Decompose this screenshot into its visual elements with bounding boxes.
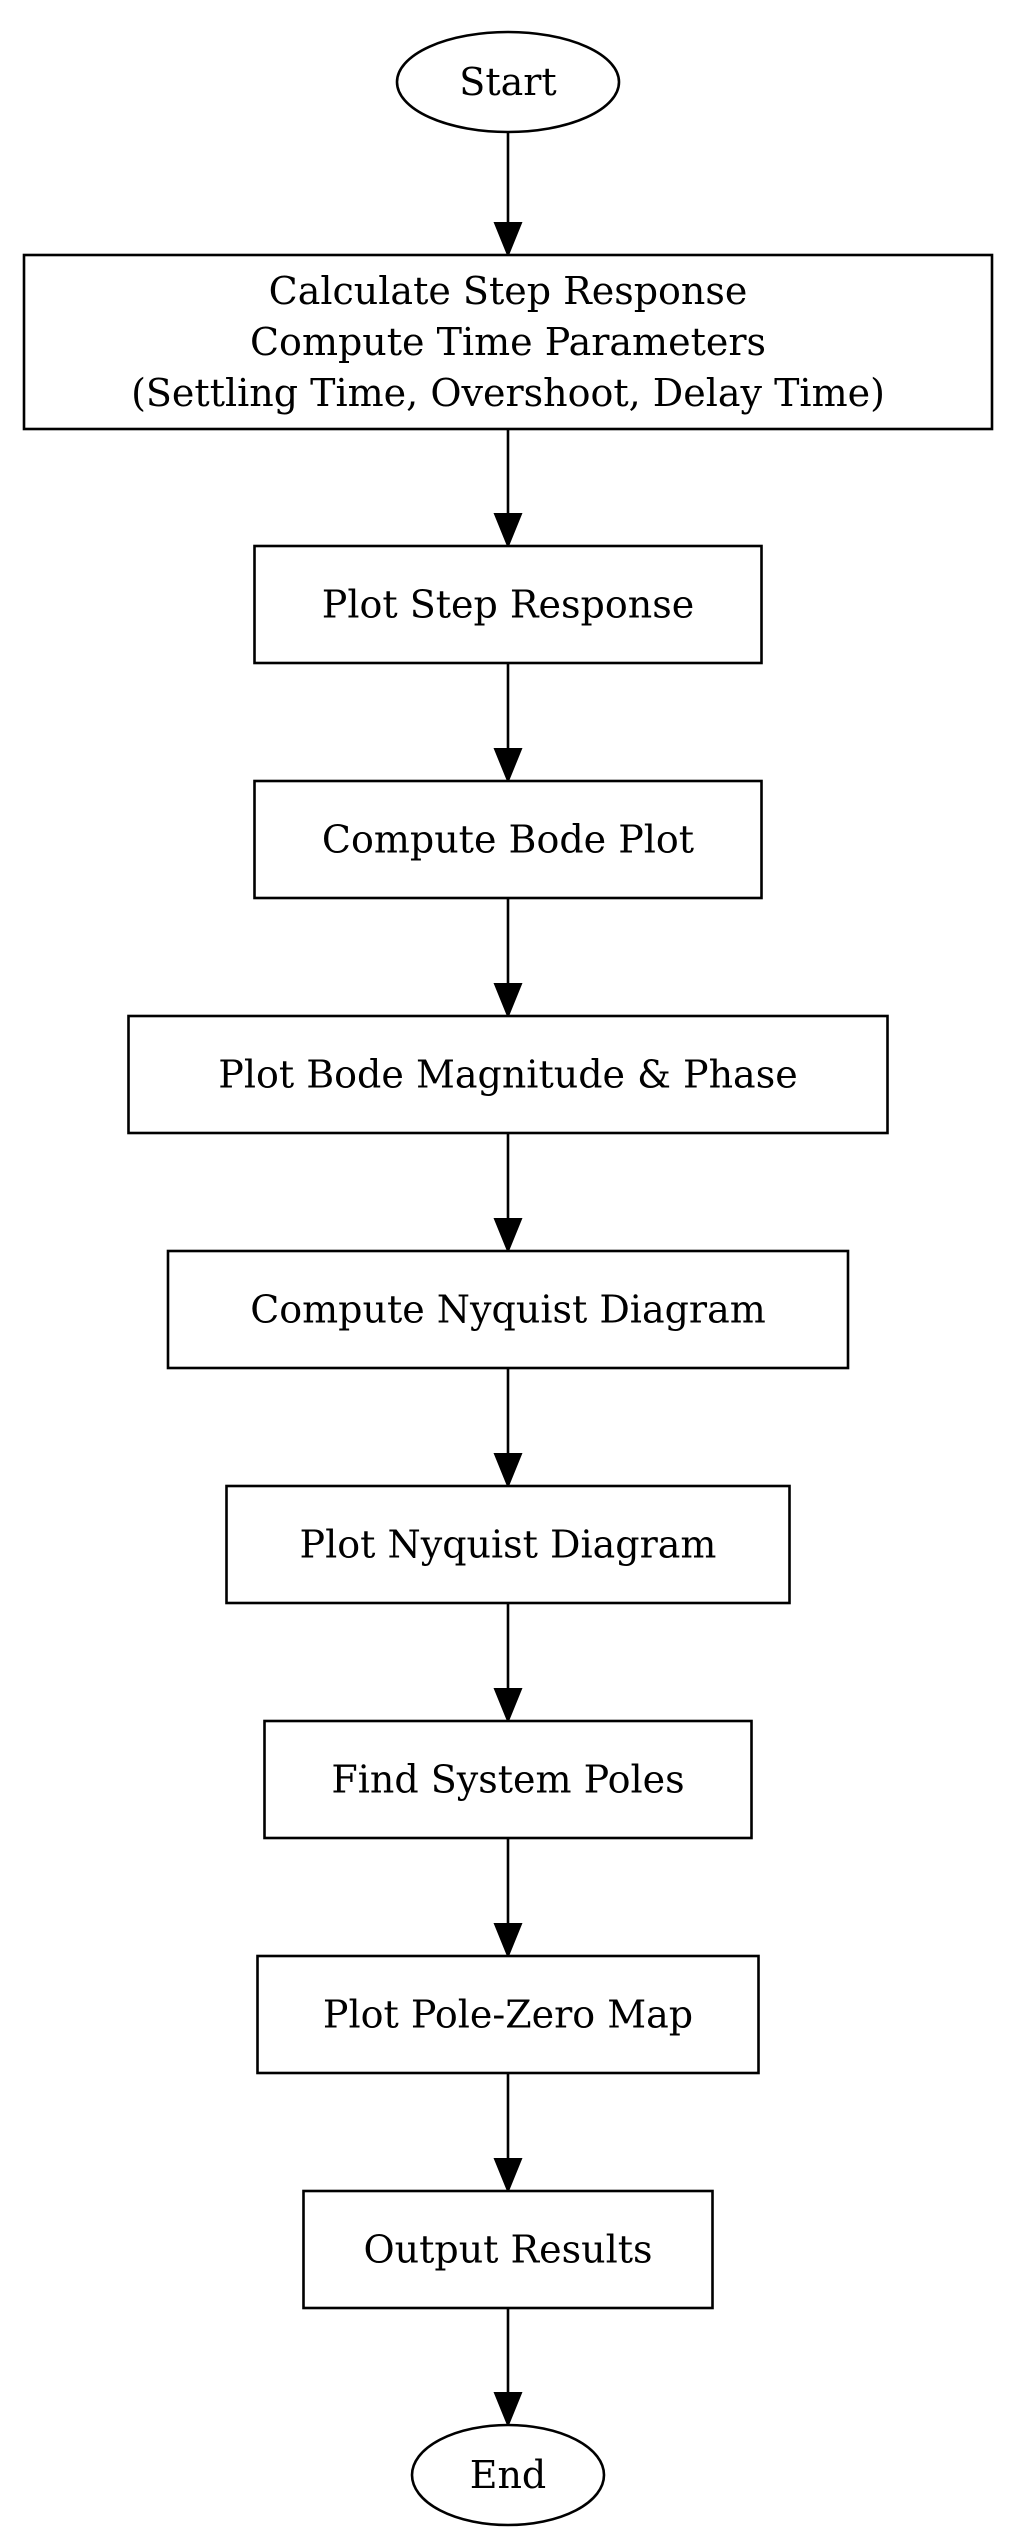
node-label: Plot Pole-Zero Map: [323, 1993, 693, 2037]
node-label: Calculate Step Response: [269, 269, 748, 313]
node-output: Output Results: [302, 2189, 714, 2310]
node-label: Compute Bode Plot: [322, 818, 694, 862]
node-plot-step: Plot Step Response: [253, 544, 763, 665]
output-box: [302, 2189, 714, 2310]
node-plot-pz: Plot Pole-Zero Map: [256, 1954, 760, 2075]
find-poles-box: [263, 1719, 753, 1840]
calc-step-box: [22, 253, 994, 431]
edge-arrow: [493, 1368, 523, 1489]
edge-arrow: [493, 1133, 523, 1254]
arrowhead: [493, 513, 523, 549]
plot-pz-box: [256, 1954, 760, 2075]
arrowhead: [493, 2158, 523, 2194]
plot-step-box: [253, 544, 763, 665]
edge-arrow: [493, 429, 523, 549]
node-plot-nyquist: Plot Nyquist Diagram: [225, 1484, 791, 1605]
arrowhead: [493, 748, 523, 784]
arrowhead: [493, 1453, 523, 1489]
edge-arrow: [493, 132, 523, 258]
node-label: Start: [459, 60, 556, 104]
arrowhead: [493, 1218, 523, 1254]
node-start: Start: [395, 30, 621, 134]
node-label: Plot Step Response: [322, 583, 694, 627]
node-label: End: [470, 2453, 547, 2497]
edge-arrow: [493, 663, 523, 784]
node-label: Compute Nyquist Diagram: [250, 1288, 766, 1332]
node-compute-nyquist: Compute Nyquist Diagram: [166, 1249, 850, 1370]
node-label: (Settling Time, Overshoot, Delay Time): [131, 371, 885, 415]
edge-arrow: [493, 1603, 523, 1724]
arrowhead: [493, 2392, 523, 2428]
arrowhead: [493, 222, 523, 258]
compute-bode-box: [253, 779, 763, 900]
edge-arrow: [493, 2073, 523, 2194]
plot-bode-box: [127, 1014, 889, 1135]
node-label: Plot Bode Magnitude & Phase: [218, 1053, 797, 1097]
node-label: Find System Poles: [331, 1758, 684, 1802]
plot-nyquist-box: [225, 1484, 791, 1605]
node-plot-bode: Plot Bode Magnitude & Phase: [127, 1014, 889, 1135]
node-compute-bode: Compute Bode Plot: [253, 779, 763, 900]
arrowhead: [493, 1688, 523, 1724]
node-find-poles: Find System Poles: [263, 1719, 753, 1840]
start-ellipse: [395, 30, 621, 134]
edge-arrow: [493, 2308, 523, 2428]
edge-arrow: [493, 1838, 523, 1959]
node-label: Output Results: [363, 2228, 652, 2272]
node-end: End: [410, 2423, 606, 2527]
node-label: Compute Time Parameters: [250, 320, 766, 364]
arrowhead: [493, 983, 523, 1019]
node-label: Plot Nyquist Diagram: [300, 1523, 717, 1567]
end-ellipse: [410, 2423, 606, 2527]
edge-arrow: [493, 898, 523, 1019]
edges-layer: [493, 132, 523, 2428]
compute-nyquist-box: [166, 1249, 850, 1370]
arrowhead: [493, 1923, 523, 1959]
